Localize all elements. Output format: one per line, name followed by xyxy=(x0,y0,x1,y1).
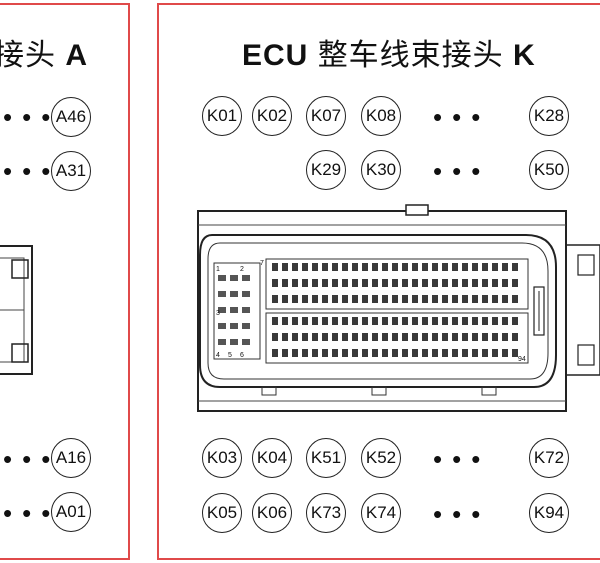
pin-k29: K29 xyxy=(306,150,346,190)
pin-k01: K01 xyxy=(202,96,242,136)
pin-ellipsis: ••• xyxy=(3,444,61,474)
pin-ellipsis: ••• xyxy=(3,156,61,186)
pin-k28: K28 xyxy=(529,96,569,136)
pin-k51: K51 xyxy=(306,438,346,478)
connector-a-panel xyxy=(0,3,130,560)
pin-a16: A16 xyxy=(51,438,91,478)
pin-label-1: 1 xyxy=(216,266,220,273)
pin-label-2: 2 xyxy=(240,266,244,273)
pin-ellipsis: ••• xyxy=(3,102,61,132)
pin-ellipsis: ••• xyxy=(433,156,491,186)
pin-label-3: 3 xyxy=(216,310,220,317)
pin-ellipsis: ••• xyxy=(3,498,61,528)
pin-k06: K06 xyxy=(252,493,292,533)
pin-k52: K52 xyxy=(361,438,401,478)
pin-k94: K94 xyxy=(529,493,569,533)
ecu-connector-k-drawing: 1 2 7 4 5 6 3 94 xyxy=(197,204,600,412)
pin-k08: K08 xyxy=(361,96,401,136)
pin-label-5: 5 xyxy=(228,352,232,359)
pin-k04: K04 xyxy=(252,438,292,478)
pin-k72: K72 xyxy=(529,438,569,478)
pin-ellipsis: ••• xyxy=(433,499,491,529)
pin-label-94: 94 xyxy=(518,356,526,363)
pin-label-4: 4 xyxy=(216,352,220,359)
connector-k-title: ECU 整车线束接头 K xyxy=(242,38,536,73)
pin-label-6: 6 xyxy=(240,352,244,359)
pin-k50: K50 xyxy=(529,150,569,190)
connector-a-housing xyxy=(0,245,33,375)
pin-k73: K73 xyxy=(306,493,346,533)
pin-k07: K07 xyxy=(306,96,346,136)
pin-ellipsis: ••• xyxy=(433,102,491,132)
pin-k05: K05 xyxy=(202,493,242,533)
pin-k74: K74 xyxy=(361,493,401,533)
pin-a46: A46 xyxy=(51,97,91,137)
connector-k-panel xyxy=(157,3,600,560)
pin-k03: K03 xyxy=(202,438,242,478)
pin-k30: K30 xyxy=(361,150,401,190)
connector-a-title: 接头 A xyxy=(0,38,89,73)
pin-label-7: 7 xyxy=(260,260,264,267)
pin-a01: A01 xyxy=(51,492,91,532)
pin-a31: A31 xyxy=(51,151,91,191)
pin-k02: K02 xyxy=(252,96,292,136)
pin-ellipsis: ••• xyxy=(433,444,491,474)
